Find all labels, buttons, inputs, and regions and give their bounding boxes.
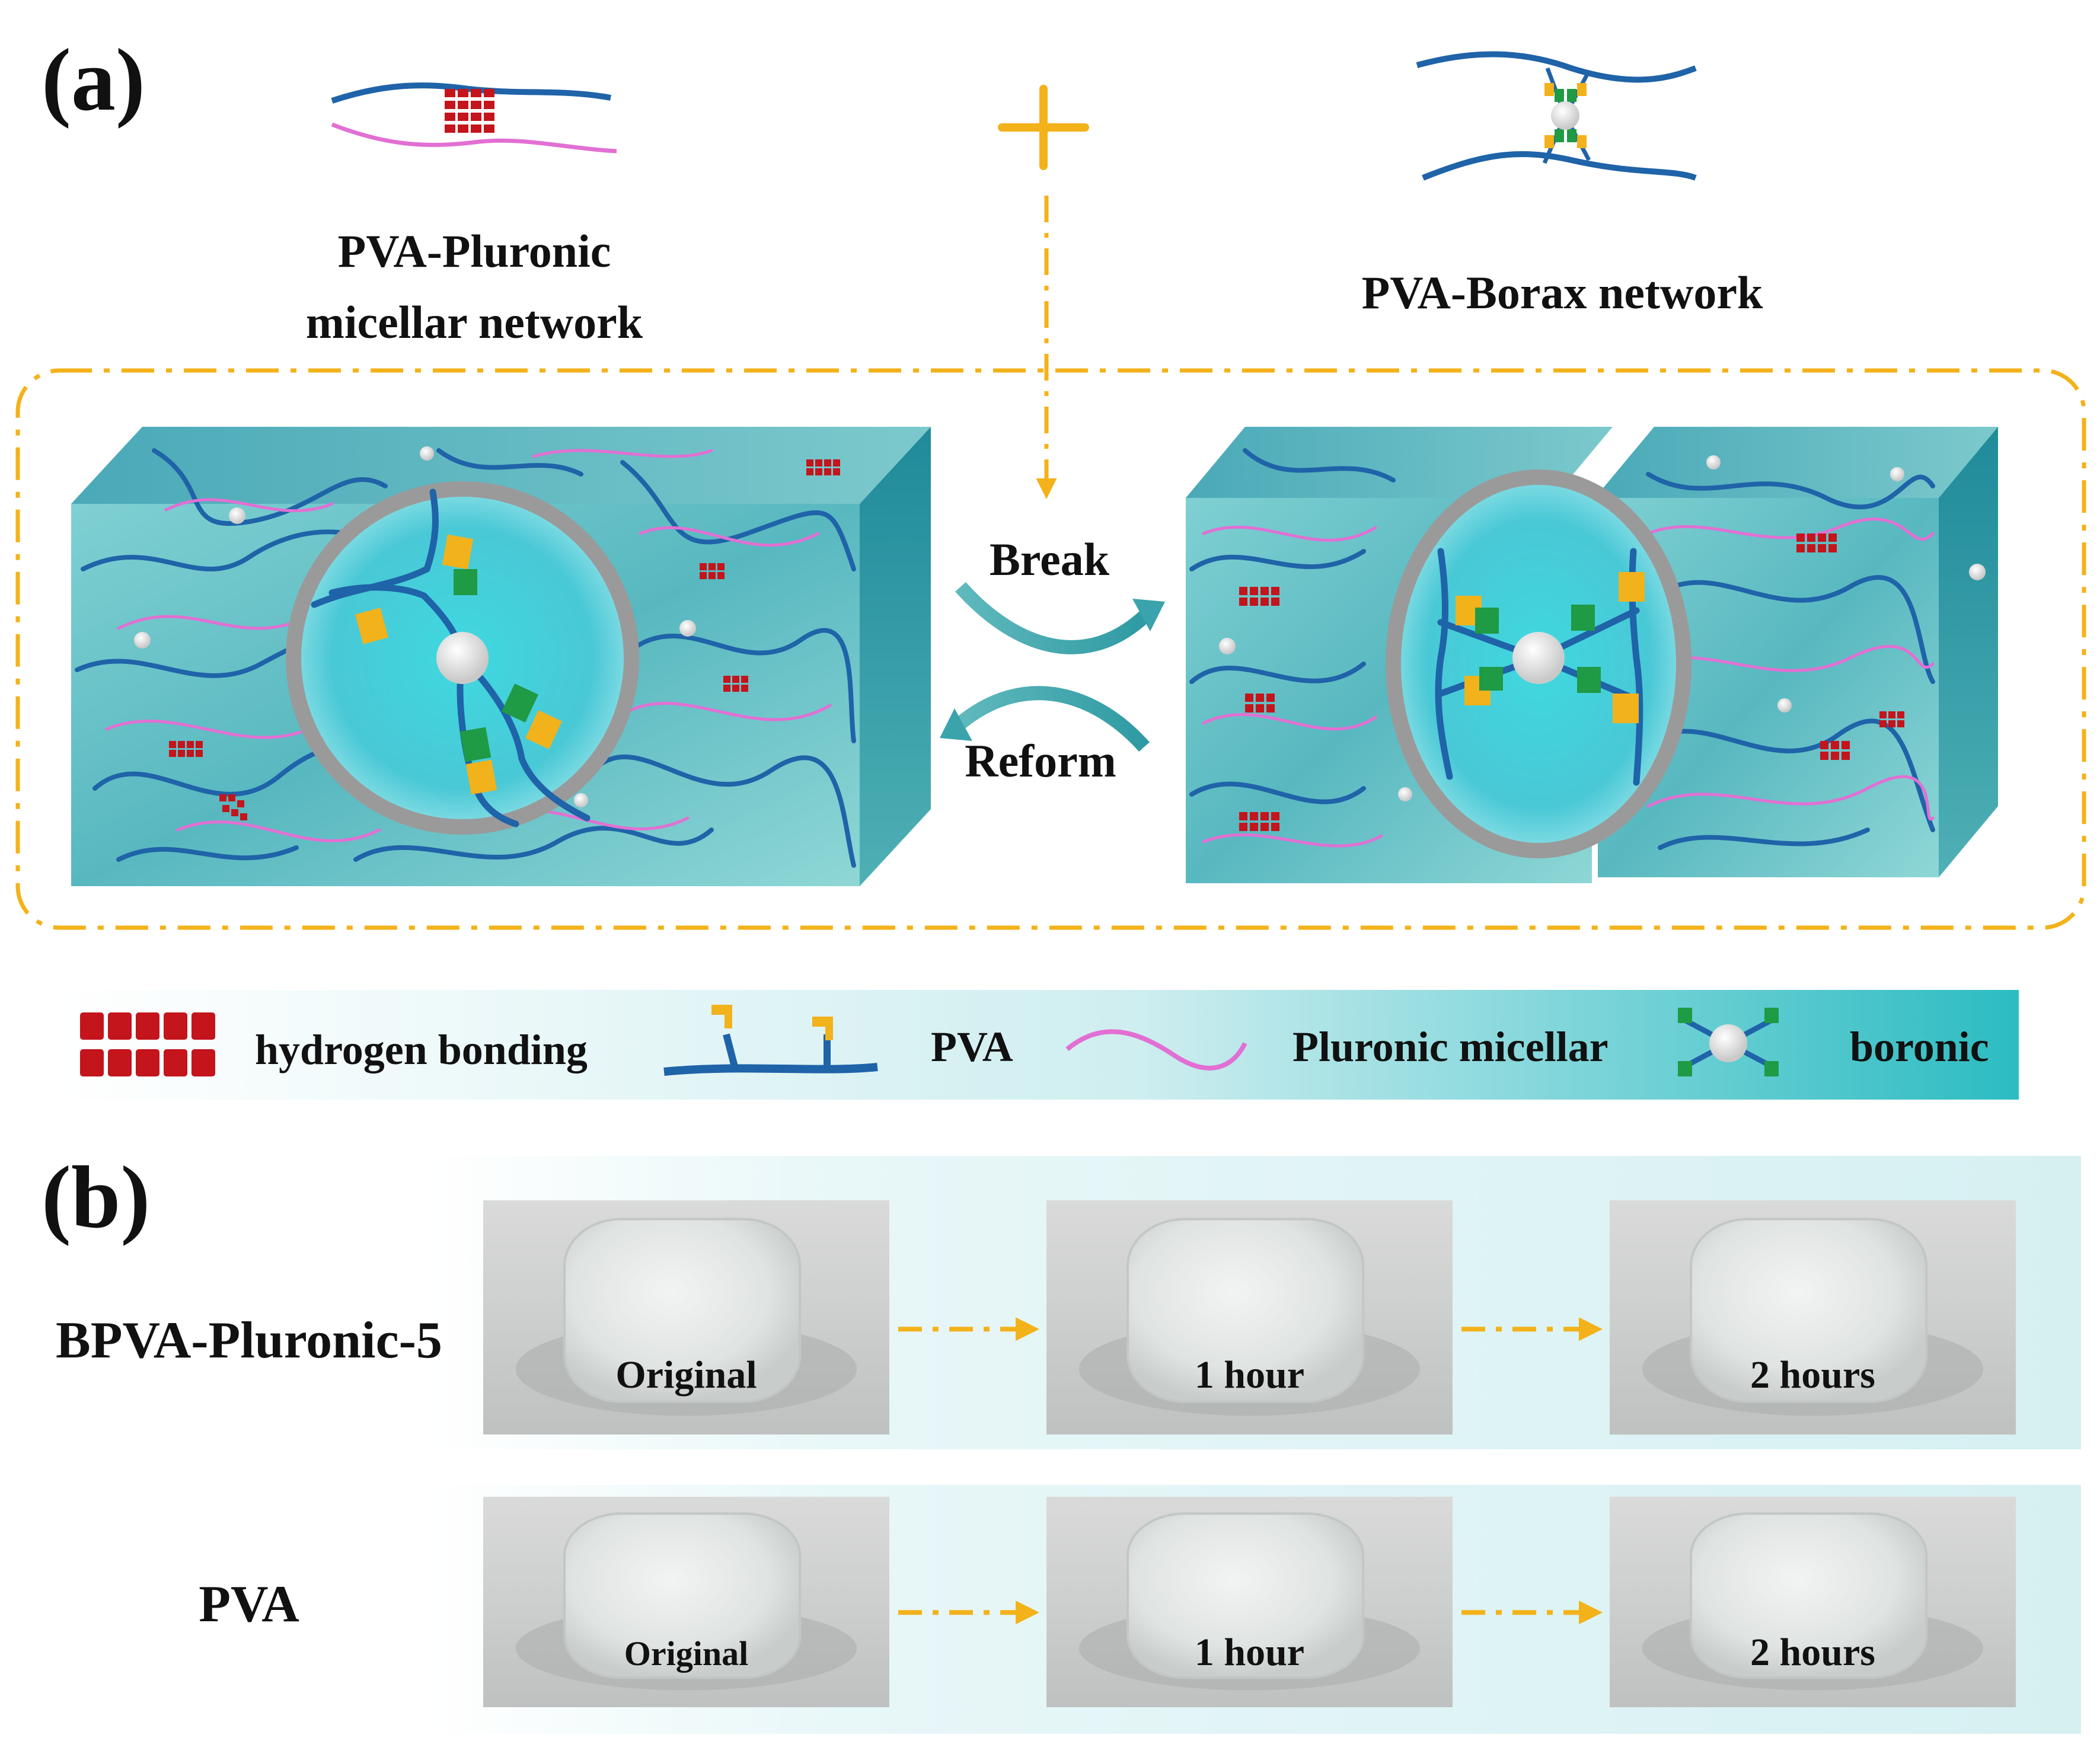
reform-label: Reform bbox=[965, 735, 1116, 787]
gel-photo bbox=[1610, 1497, 2016, 1707]
panel-b-label: (b) bbox=[42, 1148, 150, 1247]
row-2-name: PVA bbox=[199, 1576, 299, 1633]
photo-caption: 2 hours bbox=[1750, 1631, 1875, 1674]
gel-photo bbox=[483, 1200, 889, 1434]
photo-caption: 1 hour bbox=[1195, 1631, 1304, 1674]
pva-chain-icon bbox=[663, 1005, 878, 1076]
legend-hydrogen-label: hydrogen bonding bbox=[255, 1026, 588, 1074]
gel-photo bbox=[1046, 1200, 1453, 1434]
right-network-label: PVA-Borax network bbox=[1362, 267, 1763, 318]
row-1-name: BPVA-Pluronic-5 bbox=[56, 1312, 442, 1369]
break-reform-arrows bbox=[940, 582, 1165, 752]
plus-icon bbox=[998, 85, 1089, 170]
left-gel-cube bbox=[71, 427, 931, 886]
pluronic-curve-icon bbox=[1065, 1029, 1247, 1071]
network-frame bbox=[15, 368, 2086, 930]
legend-pluronic-label: Pluronic micellar bbox=[1292, 1023, 1608, 1071]
gel-photo bbox=[483, 1497, 889, 1707]
panel-a-label: (a) bbox=[42, 31, 145, 129]
gel-photo bbox=[1610, 1200, 2016, 1434]
photo-caption: 2 hours bbox=[1750, 1353, 1875, 1397]
pva-borax-icon bbox=[1416, 51, 1697, 181]
break-label: Break bbox=[990, 533, 1110, 585]
left-network-label-line1: PVA-Pluronic bbox=[338, 225, 611, 277]
hydrogen-bond-icon bbox=[80, 1012, 215, 1076]
legend-pva-label: PVA bbox=[931, 1023, 1013, 1071]
pva-pluronic-icon bbox=[331, 82, 617, 154]
photo-caption: 1 hour bbox=[1195, 1353, 1304, 1397]
photo-caption: Original bbox=[615, 1353, 757, 1397]
photo-caption: Original bbox=[624, 1634, 748, 1673]
boronic-cross-icon bbox=[1678, 1008, 1779, 1076]
right-gel-cubes bbox=[1186, 427, 1998, 883]
gel-photo bbox=[1046, 1497, 1453, 1707]
legend-boronic-label: boronic bbox=[1850, 1023, 1989, 1071]
left-network-label-line2: micellar network bbox=[306, 296, 643, 348]
legend-bar bbox=[56, 990, 2019, 1100]
